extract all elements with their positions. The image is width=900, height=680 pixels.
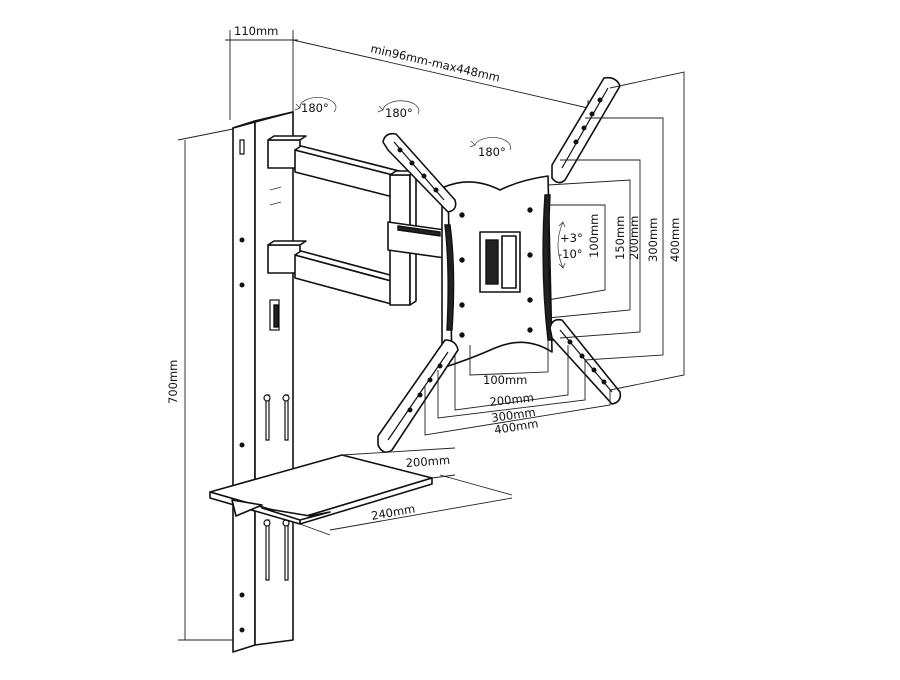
adapter-arm-top-right — [551, 76, 621, 184]
depth-label: 110mm — [234, 24, 278, 38]
vesa-h-400-label: 400mm — [493, 416, 539, 437]
vesa-h-200-label: 200mm — [489, 390, 535, 409]
rotation-label: 180° — [478, 145, 506, 159]
adapter-arm-bottom-left — [377, 339, 459, 453]
rotation-badge — [469, 137, 511, 151]
swivel-arm-badge — [377, 100, 420, 115]
shelf-dimensions — [299, 447, 513, 536]
articulating-arm — [267, 135, 446, 306]
vesa-plate — [441, 175, 554, 369]
swivel-wall-badge — [294, 97, 337, 113]
vesa-vertical-dimensions — [547, 71, 685, 391]
tilt-down-label: -10° — [558, 247, 583, 261]
vesa-v-100-label: 100mm — [587, 214, 601, 258]
vesa-h-100-label: 100mm — [483, 373, 527, 387]
height-label: 700mm — [166, 360, 180, 404]
shelf-width-label: 200mm — [405, 453, 450, 470]
shelf-depth-label: 240mm — [370, 501, 416, 522]
wall-rail — [232, 111, 294, 653]
tilt-indicator — [557, 221, 566, 269]
adapter-arm-top-left — [382, 132, 457, 213]
swivel-arm-label: 180° — [385, 106, 413, 120]
vesa-horizontal-dimensions — [424, 340, 611, 436]
vesa-v-300-label: 300mm — [646, 218, 660, 262]
arm-extension-label: min96mm-max448mm — [369, 41, 501, 84]
swivel-wall-label: 180° — [301, 101, 329, 115]
vesa-v-150-label: 150mm — [613, 216, 627, 260]
vesa-v-200-label: 200mm — [627, 216, 641, 260]
vesa-h-300-label: 300mm — [490, 405, 536, 425]
media-shelf — [209, 454, 433, 525]
vesa-v-400-label: 400mm — [668, 218, 682, 262]
tilt-up-label: +3° — [560, 231, 583, 245]
height-dimension — [177, 127, 239, 641]
